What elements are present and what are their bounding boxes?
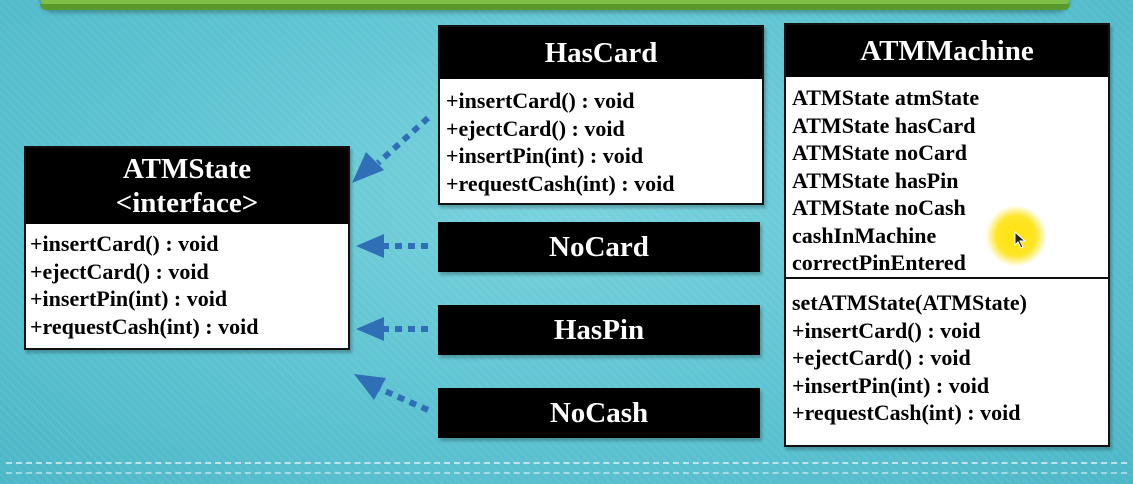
atmmachine-header: ATMMachine [786, 25, 1108, 77]
method-item: +insertPin(int) : void [446, 143, 644, 168]
atmmachine-methods: setATMState(ATMState) +insertCard() : vo… [786, 279, 1108, 427]
field-item: cashInMachine [792, 222, 937, 248]
hascard-methods: +insertCard() : void +ejectCard() : void… [440, 79, 762, 197]
title-bar-decoration [40, 0, 1070, 10]
method-item: +insertCard() : void [792, 317, 981, 343]
method-item: +insertCard() : void [446, 88, 635, 113]
method-item: +ejectCard() : void [792, 345, 971, 370]
stitch-line [6, 462, 1127, 464]
stitch-line [6, 472, 1127, 474]
atmstate-methods: +insertCard() : void +ejectCard() : void… [26, 224, 348, 340]
atmstate-title: ATMState [122, 153, 252, 185]
field-item: ATMState noCard [792, 140, 967, 165]
method-item: +insertPin(int) : void [792, 372, 990, 398]
nocash-class-box: NoCash [438, 388, 760, 438]
atmmachine-class-box: ATMMachine ATMState atmState ATMState ha… [784, 23, 1110, 447]
mouse-pointer-icon [1014, 231, 1027, 249]
hascard-header: HasCard [440, 27, 762, 79]
arrow-hascard [352, 115, 431, 183]
method-item: +requestCash(int) : void [792, 400, 1021, 425]
method-item: +ejectCard() : void [30, 258, 209, 284]
field-item: ATMState hasCard [792, 112, 976, 138]
method-item: +requestCash(int) : void [30, 313, 259, 339]
atmstate-interface-box: ATMState <interface> +insertCard() : voi… [24, 146, 350, 350]
method-item: +insertPin(int) : void [30, 286, 228, 311]
nocard-class-box: NoCard [438, 222, 760, 272]
method-item: +requestCash(int) : void [446, 170, 675, 196]
hascard-class-box: HasCard +insertCard() : void +ejectCard(… [438, 25, 764, 205]
arrow-haspin [356, 317, 428, 341]
field-item: ATMState noCash [792, 195, 966, 220]
method-item: +insertCard() : void [30, 231, 219, 256]
method-item: +ejectCard() : void [446, 115, 625, 141]
arrow-nocard [356, 234, 428, 258]
atmmachine-fields: ATMState atmState ATMState hasCard ATMSt… [786, 77, 1108, 277]
atmstate-stereotype: <interface> [115, 187, 259, 219]
arrow-nocash [354, 374, 430, 413]
field-item: ATMState atmState [792, 85, 980, 110]
section-divider [786, 277, 1108, 279]
method-item: setATMState(ATMState) [792, 290, 1027, 315]
field-item: ATMState hasPin [792, 167, 959, 193]
field-item: correctPinEntered [792, 250, 966, 275]
haspin-class-box: HasPin [438, 305, 760, 355]
atmstate-header: ATMState <interface> [26, 148, 348, 224]
